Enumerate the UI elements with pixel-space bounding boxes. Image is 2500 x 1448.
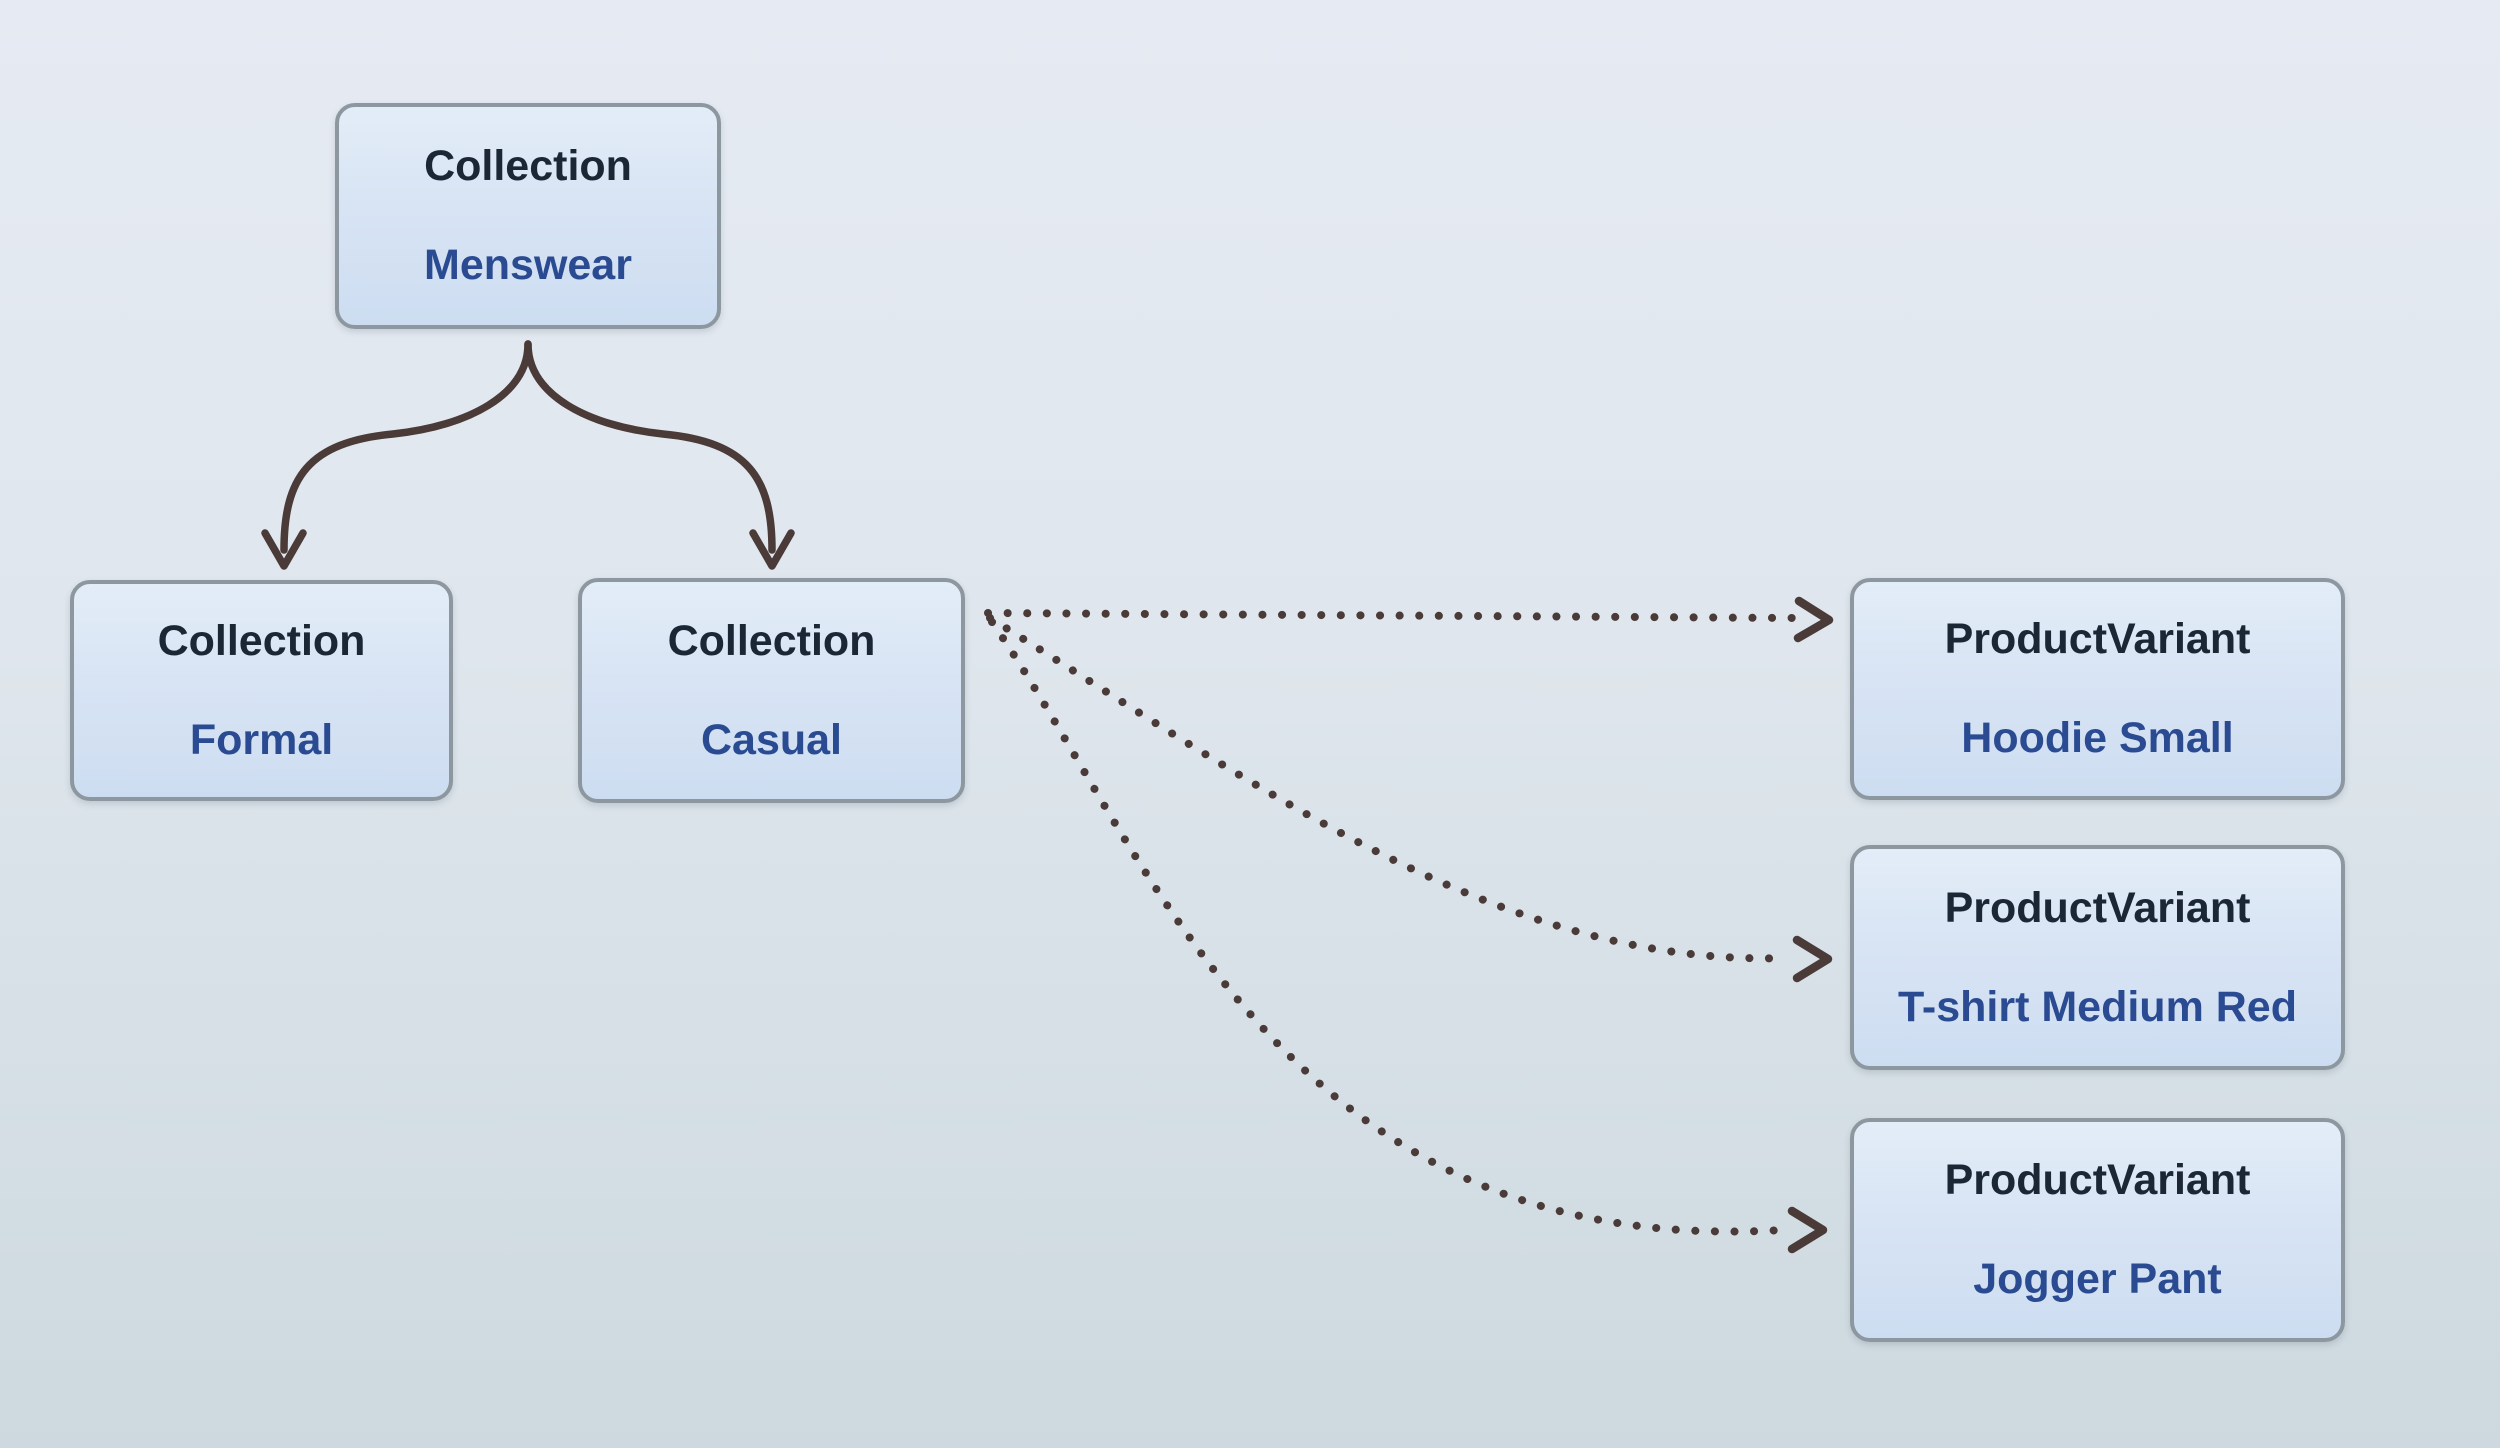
node-label-text: Hoodie Small [1961, 714, 2234, 762]
node-type-text: ProductVariant [1944, 883, 2251, 932]
node-label-text: Jogger Pant [1973, 1255, 2222, 1303]
arrowhead-formal [261, 529, 307, 570]
node-productvariant-tshirt-medium-red: ProductVariant T-shirt Medium Red [1850, 845, 2345, 1070]
node-label-text: T-shirt Medium Red [1898, 982, 2297, 1031]
node-collection-formal: Collection Formal [70, 580, 453, 801]
node-collection-menswear: Collection Menswear [335, 103, 721, 329]
edge-menswear-formal [280, 340, 532, 554]
edge-casual-jogger [988, 618, 1786, 1236]
node-label-text: Formal [189, 715, 334, 764]
node-label-text: Casual [700, 715, 842, 764]
node-label-text: Menswear [424, 241, 632, 289]
edge-casual-hoodie [984, 609, 1796, 622]
arrowhead-jogger [1787, 1206, 1828, 1254]
node-productvariant-jogger-pant: ProductVariant Jogger Pant [1850, 1118, 2345, 1342]
node-type-text: Collection [157, 616, 366, 665]
node-collection-casual: Collection Casual [578, 578, 965, 803]
node-type-text: ProductVariant [1944, 615, 2251, 663]
node-productvariant-hoodie-small: ProductVariant Hoodie Small [1850, 578, 2345, 800]
arrowhead-tshirt [1792, 935, 1833, 983]
edge-casual-tshirt [986, 614, 1792, 963]
edge-menswear-casual [524, 340, 776, 554]
node-type-text: Collection [667, 616, 876, 665]
node-type-text: Collection [424, 142, 632, 190]
arrowhead-casual [749, 529, 795, 570]
arrowhead-hoodie [1793, 596, 1834, 643]
node-type-text: ProductVariant [1944, 1156, 2251, 1204]
